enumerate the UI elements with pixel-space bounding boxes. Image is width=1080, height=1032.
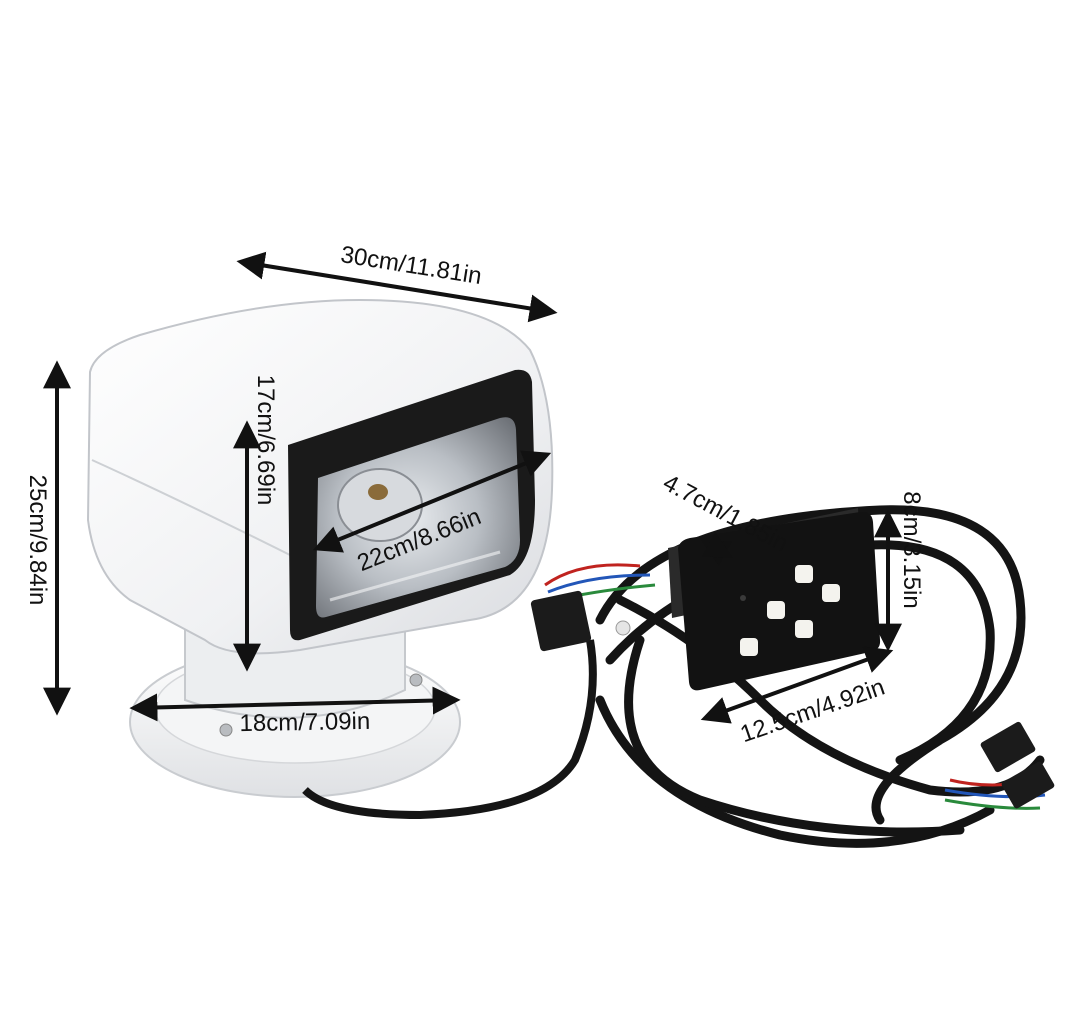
panel-button	[822, 584, 840, 602]
dimension-arrow-overall-width	[236, 251, 558, 323]
dimension-overall-height: 25cm/9.84in	[24, 475, 51, 606]
connector	[530, 590, 592, 652]
connector	[980, 721, 1036, 773]
panel-button	[740, 638, 758, 656]
panel-button	[767, 601, 785, 619]
bolt-icon	[409, 673, 423, 687]
spotlight-cable	[302, 639, 597, 820]
dimension-lamp-height: 17cm/6.69in	[252, 375, 279, 506]
connector	[1001, 761, 1055, 809]
dimension-arrow-lens-width	[312, 450, 552, 553]
panel-button	[795, 565, 813, 583]
dimension-arrow-panel-width	[700, 646, 894, 724]
bolt-icon	[219, 723, 233, 737]
panel-button	[795, 620, 813, 638]
dimension-base-width: 18cm/7.09in	[239, 708, 370, 737]
dimension-panel-height: 8cm/3.15in	[898, 491, 925, 608]
dimension-arrow-panel-depth	[701, 531, 733, 567]
dimension-arrow-base-width	[129, 686, 461, 722]
